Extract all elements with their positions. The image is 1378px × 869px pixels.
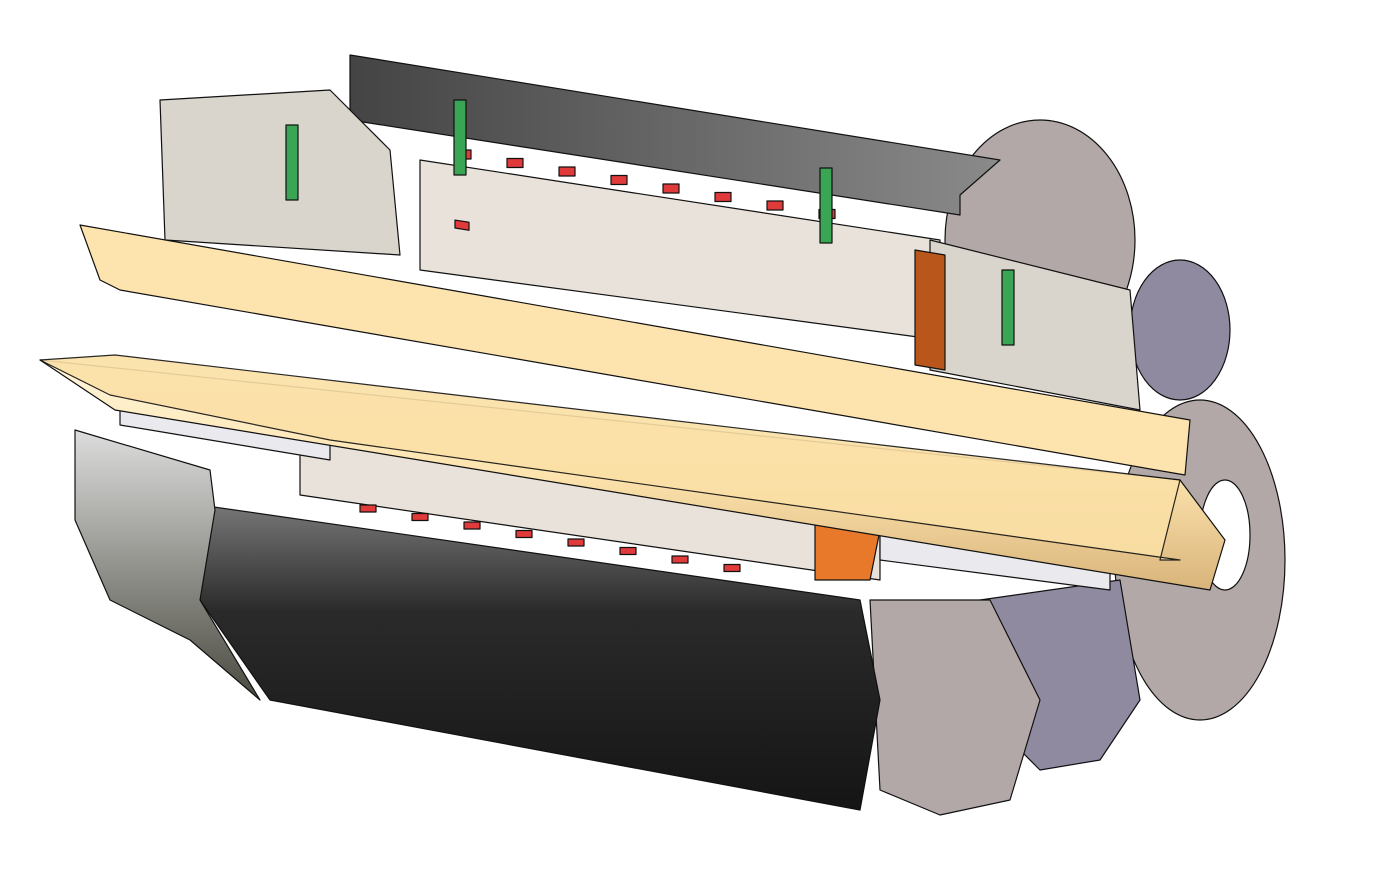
upper-left-cap — [159, 89, 401, 256]
magnet — [463, 521, 481, 530]
magnet — [662, 183, 680, 194]
upper-sleeve — [914, 249, 946, 371]
magnet — [567, 538, 585, 547]
lower-flange — [869, 599, 1041, 816]
magnet — [619, 546, 637, 556]
rear-bearing-cap — [1129, 259, 1231, 401]
left-end-housing — [74, 429, 261, 701]
bolt-row — [285, 99, 1015, 346]
magnet — [610, 174, 628, 186]
magnet — [506, 157, 524, 169]
bolt — [1001, 269, 1015, 346]
magnet — [558, 166, 576, 177]
magnet — [723, 563, 741, 573]
magnet — [359, 504, 377, 513]
magnet — [714, 191, 732, 203]
magnet — [411, 512, 429, 522]
bolt — [285, 124, 299, 201]
magnet — [766, 200, 784, 211]
upper-magnets — [454, 219, 470, 231]
shaft-lower-wall — [39, 354, 1181, 561]
bolt — [453, 99, 467, 176]
bolt — [819, 167, 833, 244]
magnet — [671, 555, 689, 564]
magnet — [515, 529, 533, 539]
shaft-wall — [79, 224, 1191, 476]
